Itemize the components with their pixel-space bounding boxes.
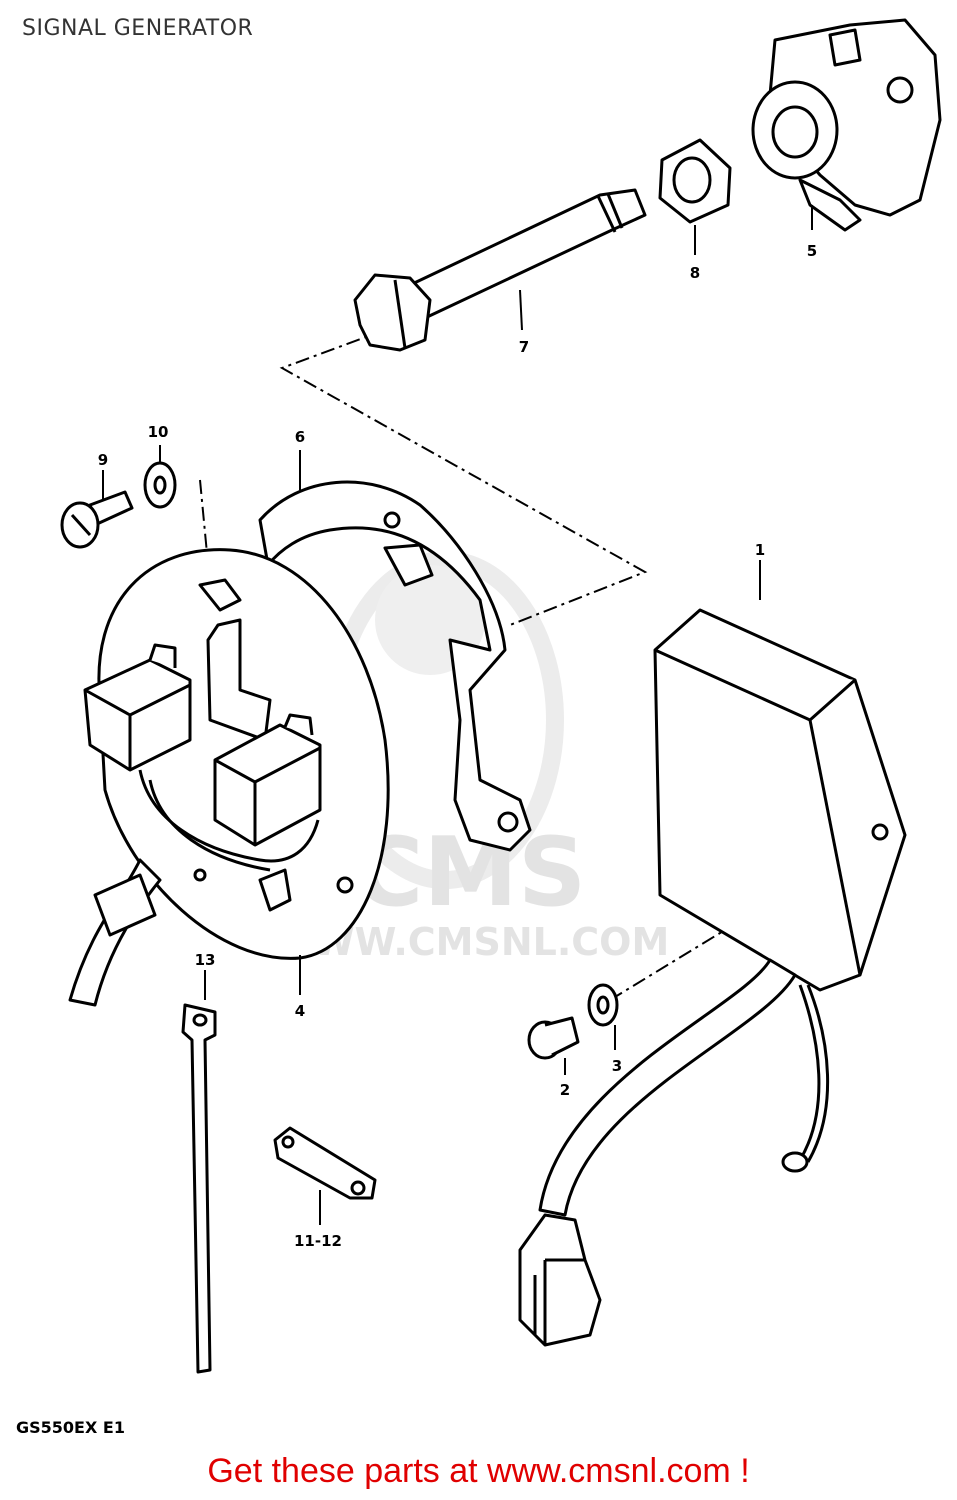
label-part-4: 4 — [295, 1002, 305, 1020]
cable-tie-part — [181, 1003, 217, 1374]
label-part-10: 10 — [148, 423, 169, 441]
stator-plate — [68, 548, 390, 1007]
label-part-1: 1 — [755, 541, 765, 559]
page-title: SIGNAL GENERATOR — [22, 16, 254, 41]
nut-part — [658, 138, 732, 224]
label-part-7: 7 — [519, 338, 529, 356]
part-labels: 1 2 3 4 5 6 7 8 9 10 11-12 13 — [98, 242, 817, 1250]
governor-assembly — [751, 18, 942, 232]
small-screw-part — [527, 1016, 580, 1060]
label-part-5: 5 — [807, 242, 817, 260]
screw-part — [60, 490, 134, 549]
label-part-8: 8 — [690, 264, 700, 282]
label-part-13: 13 — [195, 951, 216, 969]
bracket-plate — [258, 480, 532, 852]
shaft-bolt — [353, 188, 647, 352]
washer-part — [143, 461, 177, 509]
label-part-2: 2 — [560, 1081, 570, 1099]
label-part-11-12: 11-12 — [294, 1232, 342, 1250]
label-part-3: 3 — [612, 1057, 622, 1075]
clamp-part — [273, 1126, 377, 1200]
leader-lines — [102, 205, 813, 1225]
label-part-6: 6 — [295, 428, 305, 446]
model-code: GS550EX E1 — [16, 1418, 125, 1437]
cta-parts-link[interactable]: Get these parts at www.cmsnl.com ! — [207, 1452, 750, 1490]
label-part-9: 9 — [98, 451, 108, 469]
igniter-module — [518, 608, 907, 1347]
small-washer-part — [587, 983, 619, 1027]
